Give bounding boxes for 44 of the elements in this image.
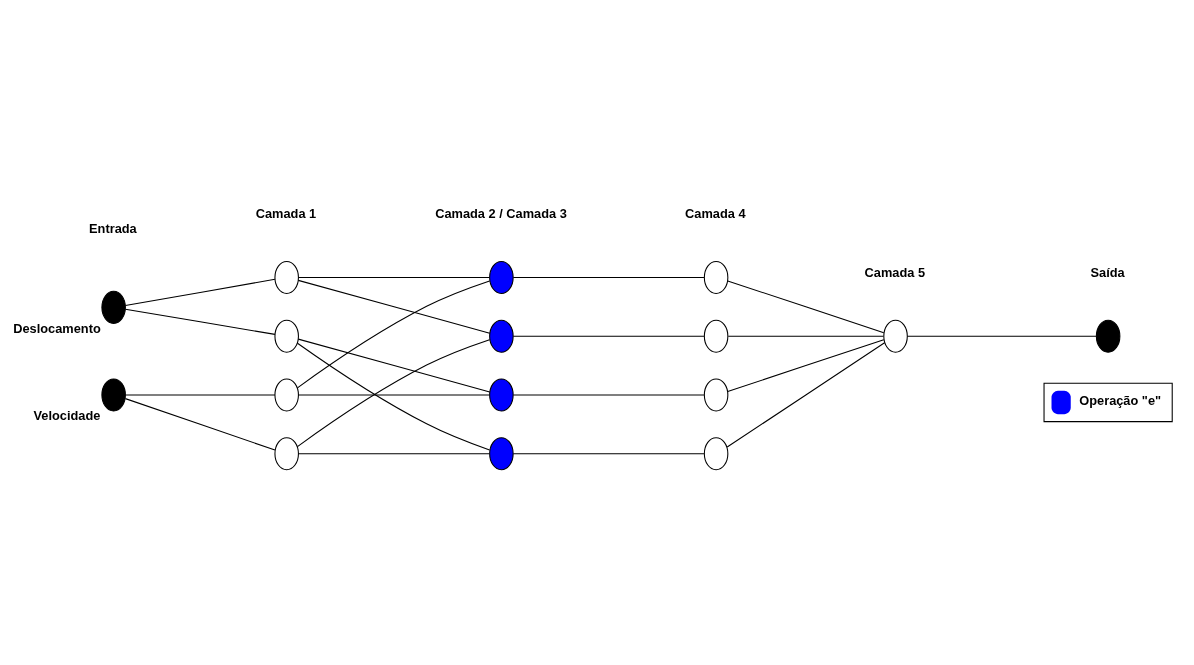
connector — [727, 335, 884, 337]
label: Saída — [1090, 263, 1125, 279]
connector — [727, 279, 885, 333]
node-circle — [489, 319, 514, 353]
connector — [124, 308, 276, 335]
legend-label: Operação "e" — [1079, 392, 1162, 408]
connector — [124, 278, 276, 306]
label: Camada 1 — [255, 205, 317, 221]
node-circle — [703, 260, 729, 294]
connector — [296, 279, 491, 388]
node-label: Velocidade — [33, 407, 101, 423]
connector — [297, 338, 491, 393]
connector — [298, 393, 490, 395]
node-circle — [101, 290, 126, 324]
label: Camada 5 — [864, 263, 926, 279]
node-circle — [489, 436, 514, 470]
connector — [512, 452, 705, 454]
connector — [726, 341, 886, 448]
connector — [512, 276, 705, 278]
connector — [727, 338, 885, 392]
label: Entrada — [89, 220, 137, 236]
connector — [512, 393, 705, 395]
connector — [298, 452, 490, 454]
connector — [124, 393, 276, 395]
node-circle — [703, 436, 729, 470]
label: Camada 4 — [685, 205, 746, 221]
node-circle — [274, 319, 299, 353]
node-label: Deslocamento — [13, 320, 101, 336]
node-circle — [489, 260, 514, 294]
connector — [297, 279, 491, 334]
node-circle — [883, 319, 908, 353]
connector — [298, 276, 490, 278]
node-circle — [489, 377, 514, 411]
node-circle — [1095, 319, 1121, 353]
connector — [512, 335, 705, 337]
node-circle — [703, 319, 729, 353]
node-circle — [274, 260, 299, 294]
connector — [124, 397, 276, 451]
node-circle — [274, 377, 299, 411]
node-circle — [274, 436, 299, 470]
connector — [906, 335, 1097, 337]
label: Camada 2 / Camada 3 — [435, 205, 567, 221]
node-circle — [703, 377, 729, 411]
node-circle — [101, 377, 126, 411]
